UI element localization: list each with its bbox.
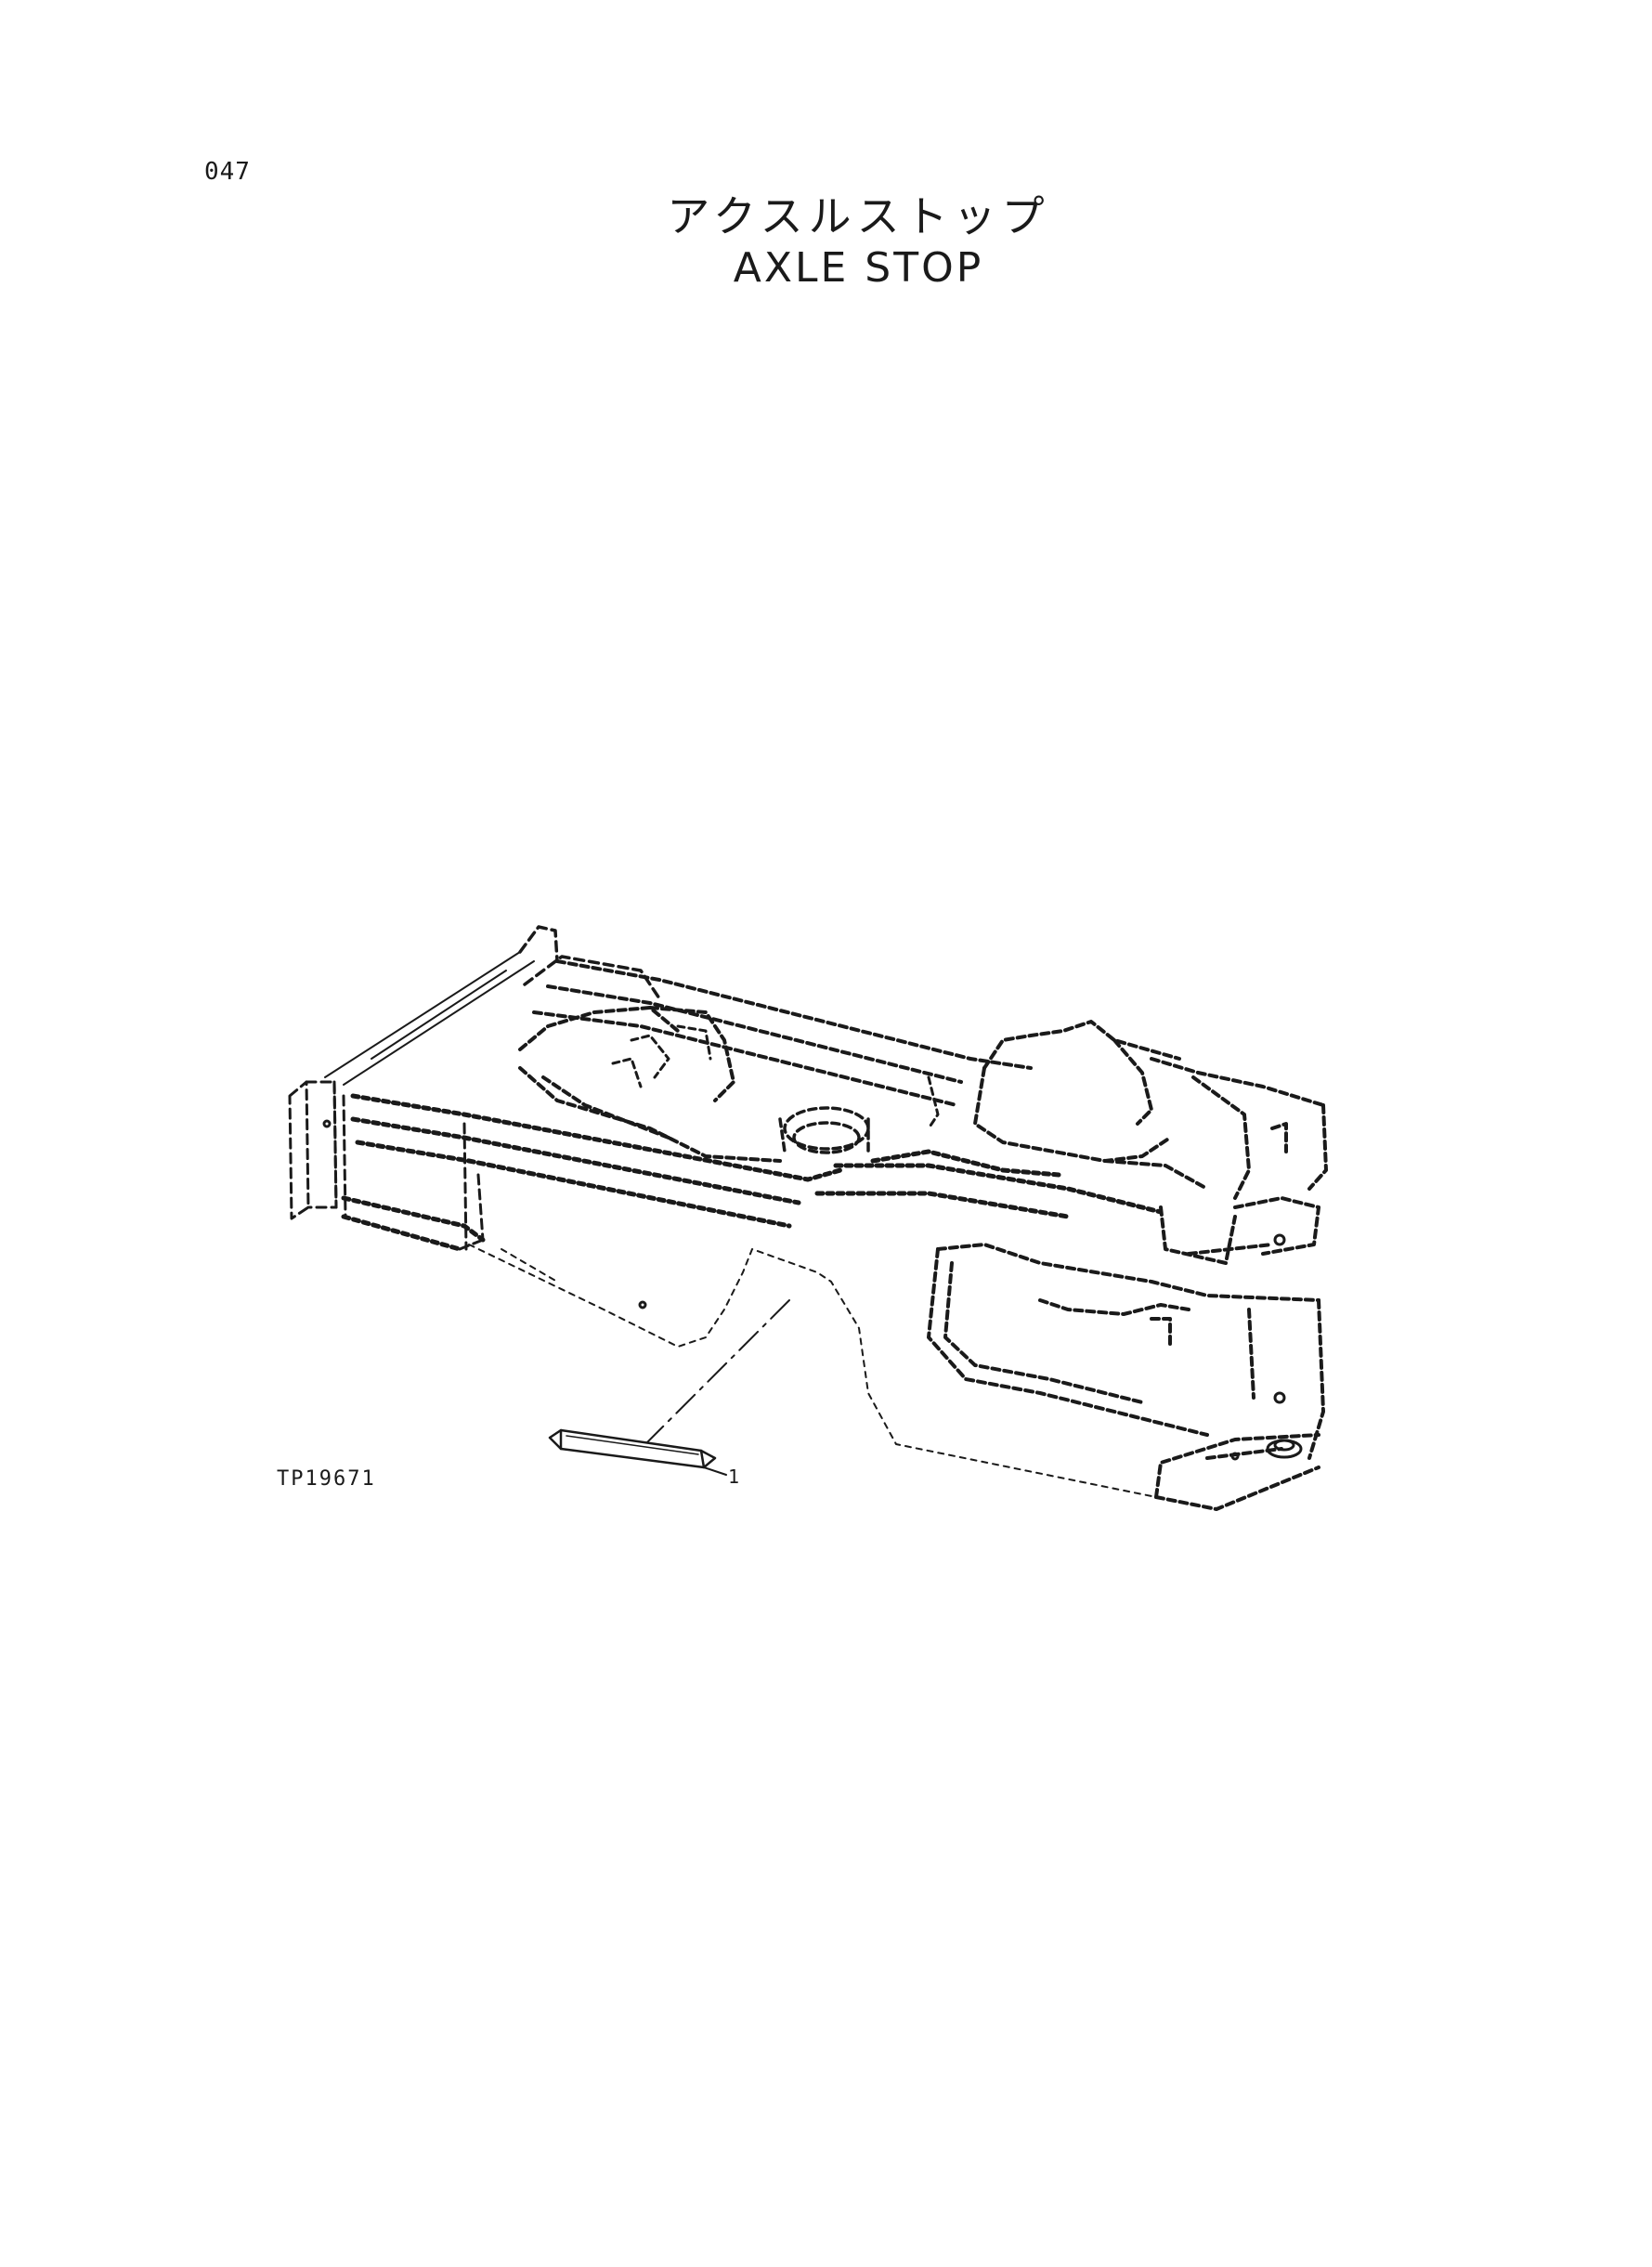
- frame-upper-rail: [532, 959, 1033, 1107]
- frame-central-recess: [518, 1006, 782, 1163]
- frame-front-rail: [341, 1093, 843, 1252]
- axle-stop-part: [548, 1428, 717, 1469]
- title-block: アクスルストップ AXLE STOP: [0, 190, 1652, 294]
- frame-lower-outline: [468, 1244, 1157, 1498]
- part-leader-line: [640, 1299, 790, 1450]
- frame-right-lower-box: [927, 1243, 1325, 1511]
- frame-right-top-bracket: [1150, 1057, 1328, 1200]
- frame-bolt-holes: [322, 1119, 1303, 1461]
- frame-edge-lines: [324, 951, 535, 1086]
- frame-left-box: [342, 1094, 485, 1251]
- page-title-japanese: アクスルストップ: [667, 191, 1050, 241]
- frame-central-hub: [778, 1106, 870, 1154]
- frame-left-end-plate: [288, 1080, 338, 1220]
- page-title-english: AXLE STOP: [733, 244, 984, 292]
- frame-top-end-block: [518, 925, 661, 1000]
- frame-lower-rail: [814, 1149, 1164, 1219]
- page-number: 047: [204, 158, 251, 186]
- frame-right-upper-mount: [973, 1020, 1181, 1163]
- callout-leader: [703, 1466, 727, 1476]
- frame-internal-brackets: [611, 1024, 940, 1130]
- callout-label: 1: [728, 1466, 740, 1488]
- frame-right-lower-bracket: [1103, 1159, 1320, 1265]
- figure-id: TP19671: [277, 1467, 376, 1491]
